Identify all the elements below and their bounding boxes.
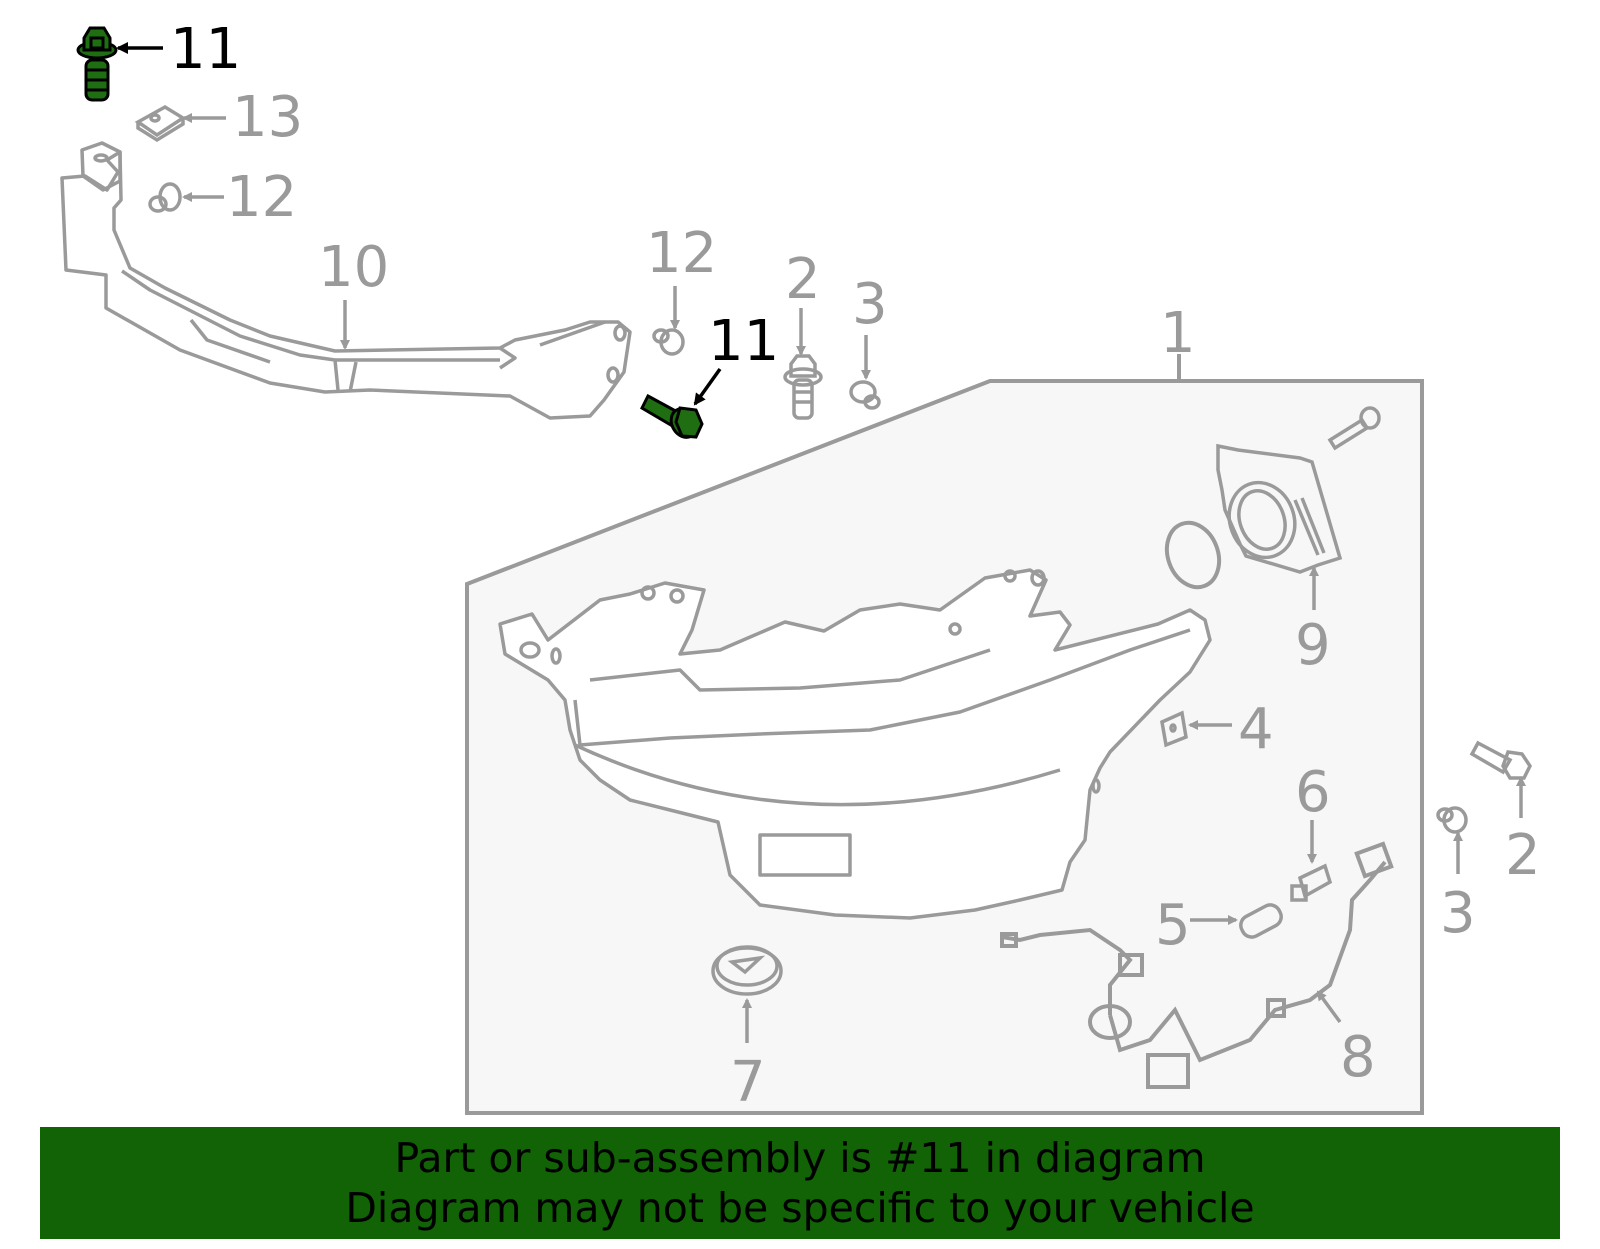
callout-10: 10	[318, 235, 390, 300]
bolt-small-panel	[1327, 406, 1381, 451]
banner-line-disclaimer: Diagram may not be specific to your vehi…	[345, 1184, 1255, 1232]
callout-3-center: 3	[852, 272, 888, 337]
clip-3b	[1436, 806, 1468, 834]
bulb-socket-6	[1290, 863, 1333, 902]
callout-7: 7	[730, 1050, 766, 1115]
callout-11-center: 11	[708, 309, 780, 374]
callout-2-right: 2	[1505, 823, 1541, 888]
callout-1: 1	[1160, 301, 1196, 366]
nut-13	[134, 104, 187, 143]
callout-11-top: 11	[170, 17, 242, 82]
info-banner: Part or sub-assembly is #11 in diagram D…	[40, 1127, 1560, 1239]
callout-8: 8	[1340, 1025, 1376, 1090]
flange-bolt-11b	[640, 393, 704, 439]
clip-12a	[148, 182, 182, 213]
callout-4: 4	[1238, 697, 1274, 762]
bolt-2a	[783, 354, 823, 420]
wiring-harness-8	[1000, 841, 1394, 1089]
nut-clip-4	[1160, 710, 1188, 748]
bulb-5	[1239, 903, 1283, 939]
flange-bolt-11a	[76, 26, 118, 102]
arrow-11b	[693, 367, 722, 406]
arrow-8	[1316, 990, 1342, 1024]
mounting-bracket-10	[60, 141, 632, 420]
leader-arrows	[116, 42, 1526, 1043]
callout-12-left: 12	[226, 165, 298, 230]
bolt-2b	[1469, 740, 1533, 780]
callout-5: 5	[1155, 893, 1191, 958]
bracket-module-9	[1216, 443, 1343, 574]
callout-13: 13	[232, 85, 304, 150]
callout-6: 6	[1295, 760, 1331, 825]
clip-12b	[652, 328, 685, 356]
clip-3a	[849, 380, 881, 410]
callout-12-center: 12	[646, 221, 718, 286]
callout-9: 9	[1295, 613, 1331, 678]
callout-2-center: 2	[785, 247, 821, 312]
cap-7	[711, 945, 783, 996]
o-ring	[1164, 520, 1222, 590]
callout-3-right: 3	[1440, 881, 1476, 946]
headlamp-assembly	[498, 568, 1212, 920]
banner-line-part-number: Part or sub-assembly is #11 in diagram	[394, 1134, 1206, 1182]
